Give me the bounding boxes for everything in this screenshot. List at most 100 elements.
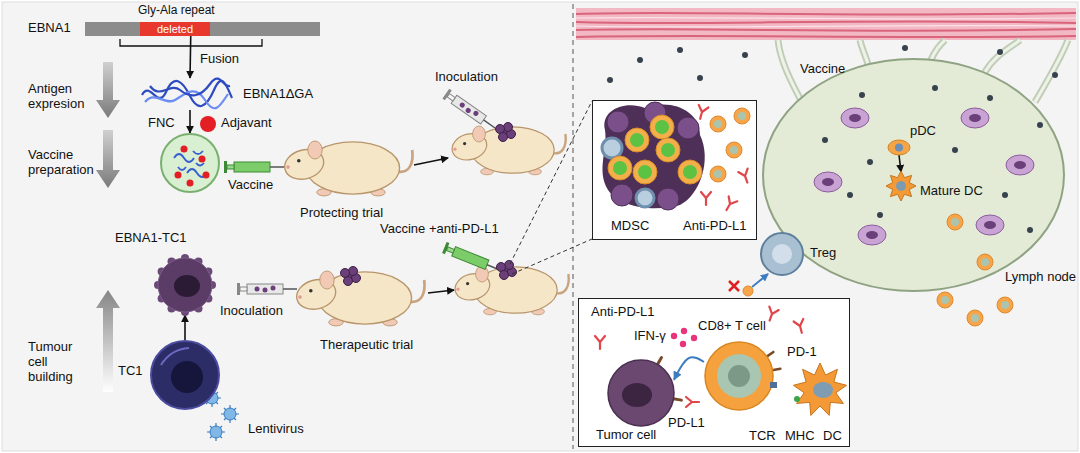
step-arrow (96, 62, 120, 118)
protein-strand (174, 154, 194, 162)
tumour (341, 267, 361, 286)
lymph-node-outline (763, 59, 1064, 291)
vaccine-dot (859, 92, 865, 98)
muscle-band (576, 8, 1076, 40)
cell-body (888, 140, 910, 155)
zoom-line (512, 239, 592, 274)
antibody (686, 397, 699, 407)
figure-label: Antigen expresion (28, 82, 94, 112)
lymph-node: Lymph nodepDCMature DC (762, 58, 1065, 292)
mdsc-cell (678, 160, 702, 184)
tcr-receptor (770, 382, 777, 388)
inset-box: MDSCAnti-PD-L1 (592, 100, 757, 240)
node-label: DC (823, 429, 842, 444)
mdsc-cell (608, 156, 632, 180)
particle-body (161, 134, 219, 192)
vaccine-dot (1052, 72, 1058, 78)
node-label: PD-L1 (668, 416, 705, 431)
protein-ribbon: EBNA1ΔGA (135, 78, 235, 110)
immune-cell (602, 138, 622, 158)
figure-label: Vaccine +anti-PD-L1 (380, 222, 499, 237)
edge-label: Fusion (198, 52, 241, 67)
t-cell: CD8+ T cellPD-1TCR (704, 341, 774, 411)
step-arrow (96, 130, 120, 188)
ifn-dot (681, 328, 687, 334)
adjuvant-dot (203, 172, 210, 179)
protein-strand (150, 79, 230, 96)
node-label: PD-1 (787, 345, 817, 360)
cell-nucleus (174, 275, 200, 297)
block-cross (729, 281, 739, 291)
small-t-cell (734, 108, 750, 124)
mouse-figure (281, 141, 412, 196)
cell-body (886, 171, 916, 201)
nanoparticle: FNC (160, 133, 220, 193)
dendritic-cell: Mature DC (884, 172, 918, 200)
tumour-cell: Tumor cellPD-L1 (608, 360, 674, 426)
mdsc-cell (633, 160, 657, 184)
inoculation-syringe (442, 89, 498, 133)
vaccine-syringe (224, 161, 284, 173)
small-t-cell (947, 214, 963, 230)
vaccine-dot (952, 147, 958, 153)
node-shape (704, 341, 774, 411)
ifn-dot (671, 333, 677, 339)
dendritic-cell: pDC (888, 140, 910, 155)
node-shape (762, 58, 1065, 292)
virus (221, 405, 239, 423)
tumour-cell (607, 111, 629, 133)
tumour-cell (611, 184, 633, 206)
vaccine-dot (932, 85, 938, 91)
purple-cell (814, 172, 842, 192)
connector-arrow (899, 155, 901, 172)
node-label: EBNA1 (28, 21, 71, 36)
cell-highlight (161, 348, 189, 365)
purple-cell (961, 108, 989, 128)
protein-strand (196, 163, 204, 166)
node-label: Adjavant (221, 116, 272, 131)
vaccine-dot (822, 137, 828, 143)
inset-ground (592, 100, 757, 240)
node-label: deleted (157, 23, 193, 36)
protein-strand (193, 151, 203, 154)
tumour (497, 261, 517, 280)
adjuvant-dot (187, 180, 194, 187)
cell-nucleus (813, 382, 833, 398)
cell-nucleus (622, 383, 652, 407)
cell-body (608, 360, 674, 426)
node-label: Mature DC (920, 184, 983, 199)
vaccine-dot (677, 47, 683, 53)
node-label: pDC (910, 124, 936, 139)
antibody (738, 169, 752, 185)
panel-divider (573, 4, 574, 449)
cell-nucleus (171, 361, 203, 393)
protein-bar: EBNA1deleted (85, 22, 320, 36)
vaccine-dot (847, 192, 853, 198)
cell-body (705, 342, 773, 410)
tumour-mass (603, 104, 705, 208)
node-shape (888, 140, 910, 155)
connector-arrow (184, 315, 186, 340)
node-shape (135, 78, 235, 110)
vaccine-dot (877, 212, 883, 218)
vaccine-syringe (442, 242, 502, 276)
figure-label: Inoculation (220, 304, 283, 319)
bar-fill (85, 22, 320, 36)
adjuvant-dot (175, 172, 182, 179)
step-arrow (96, 290, 120, 392)
segment-fill (140, 22, 210, 36)
mdsc-cell (656, 138, 680, 162)
connector-arrow (189, 36, 191, 78)
mdsc-cell (625, 128, 649, 152)
node-label: IFN-γ (634, 329, 666, 344)
tumour-cell (657, 188, 679, 210)
cell-body (793, 363, 846, 415)
treg-cell: Treg (760, 232, 804, 276)
cell-nucleus (772, 244, 792, 264)
mhc-molecule (794, 396, 800, 402)
virus (207, 423, 225, 441)
small-t-cell (710, 166, 726, 182)
small-t-cell (743, 286, 753, 296)
